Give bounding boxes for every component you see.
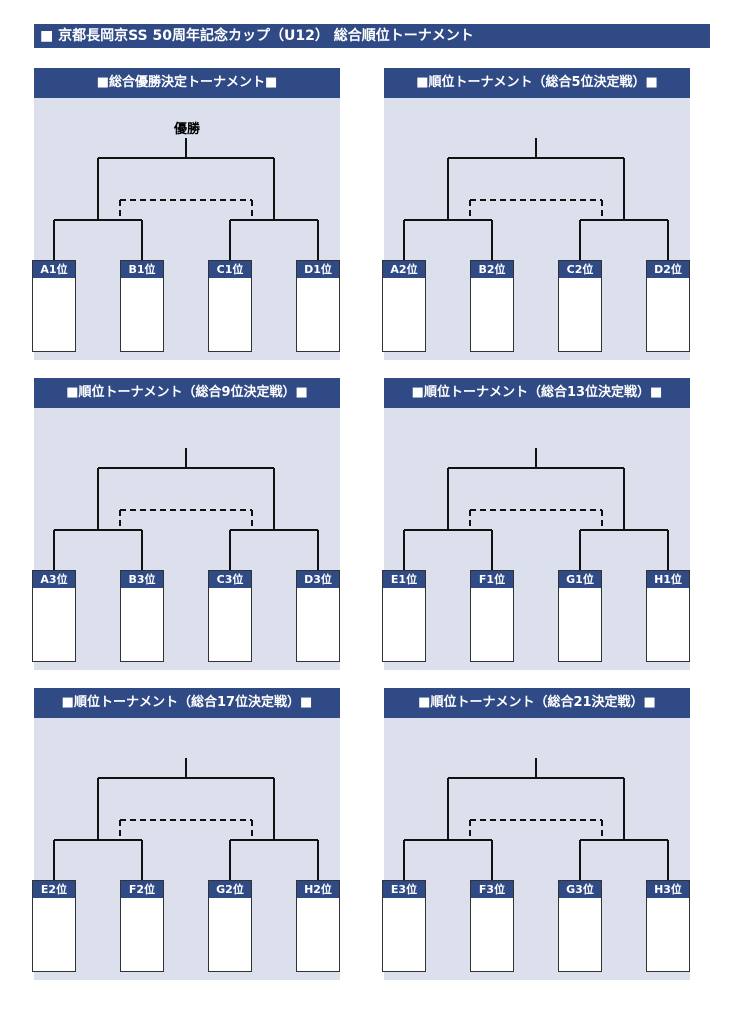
bracket-panel: ■順位トーナメント（総合9位決定戦）■ A3位 B3位 C3位 D3位 — [32, 378, 340, 670]
team-slot[interactable]: B1位 — [120, 260, 164, 352]
slot-label: G3位 — [559, 881, 601, 898]
slot-label: F1位 — [471, 571, 513, 588]
slot-label: A2位 — [383, 261, 425, 278]
slot-label: D1位 — [297, 261, 339, 278]
slot-label: E3位 — [383, 881, 425, 898]
panel-heading: ■順位トーナメント（総合5位決定戦）■ — [384, 68, 690, 98]
team-slot[interactable]: A1位 — [32, 260, 76, 352]
slot-label: C3位 — [209, 571, 251, 588]
bracket-panel: ■順位トーナメント（総合13位決定戦）■ E1位 F1位 G1位 H1位 — [382, 378, 690, 670]
panel-heading: ■順位トーナメント（総合13位決定戦）■ — [384, 378, 690, 408]
team-slot[interactable]: C1位 — [208, 260, 252, 352]
team-slot[interactable]: A2位 — [382, 260, 426, 352]
slot-label: H2位 — [297, 881, 339, 898]
bracket-lines — [403, 758, 669, 884]
slot-label: H1位 — [647, 571, 689, 588]
slot-label: D3位 — [297, 571, 339, 588]
team-slot[interactable]: F3位 — [470, 880, 514, 972]
bracket-panel: ■順位トーナメント（総合5位決定戦）■ A2位 B2位 C2位 D2位 — [382, 68, 690, 360]
bracket-panel: ■総合優勝決定トーナメント■ 優勝 A1位 B1位 C1位 D1位 — [32, 68, 340, 360]
team-slot[interactable]: C2位 — [558, 260, 602, 352]
team-slot[interactable]: E2位 — [32, 880, 76, 972]
team-slot[interactable]: B3位 — [120, 570, 164, 662]
bracket-lines — [53, 758, 319, 884]
panel-heading: ■総合優勝決定トーナメント■ — [34, 68, 340, 98]
slot-label: E1位 — [383, 571, 425, 588]
slot-label: F3位 — [471, 881, 513, 898]
team-slot[interactable]: H1位 — [646, 570, 690, 662]
slot-label: E2位 — [33, 881, 75, 898]
page-title: ■ 京都長岡京SS 50周年記念カップ（U12） 総合順位トーナメント — [34, 24, 710, 48]
slot-label: G2位 — [209, 881, 251, 898]
slot-label: C1位 — [209, 261, 251, 278]
slot-label: F2位 — [121, 881, 163, 898]
bracket-lines — [53, 448, 319, 574]
bracket-lines — [53, 138, 319, 264]
slot-label: C2位 — [559, 261, 601, 278]
team-slot[interactable]: H3位 — [646, 880, 690, 972]
panel-heading: ■順位トーナメント（総合17位決定戦）■ — [34, 688, 340, 718]
team-slot[interactable]: D1位 — [296, 260, 340, 352]
slot-label: A3位 — [33, 571, 75, 588]
team-slot[interactable]: C3位 — [208, 570, 252, 662]
team-slot[interactable]: B2位 — [470, 260, 514, 352]
team-slot[interactable]: E1位 — [382, 570, 426, 662]
team-slot[interactable]: F2位 — [120, 880, 164, 972]
slot-label: D2位 — [647, 261, 689, 278]
team-slot[interactable]: D2位 — [646, 260, 690, 352]
team-slot[interactable]: D3位 — [296, 570, 340, 662]
slot-label: B3位 — [121, 571, 163, 588]
bracket-lines — [403, 448, 669, 574]
team-slot[interactable]: G1位 — [558, 570, 602, 662]
slot-label: G1位 — [559, 571, 601, 588]
panel-heading: ■順位トーナメント（総合9位決定戦）■ — [34, 378, 340, 408]
team-slot[interactable]: A3位 — [32, 570, 76, 662]
team-slot[interactable]: G3位 — [558, 880, 602, 972]
bracket-panel: ■順位トーナメント（総合21決定戦）■ E3位 F3位 G3位 H3位 — [382, 688, 690, 980]
panel-heading: ■順位トーナメント（総合21決定戦）■ — [384, 688, 690, 718]
winner-label: 優勝 — [173, 122, 200, 137]
slot-label: B1位 — [121, 261, 163, 278]
bracket-lines — [403, 138, 669, 264]
team-slot[interactable]: F1位 — [470, 570, 514, 662]
team-slot[interactable]: H2位 — [296, 880, 340, 972]
slot-label: A1位 — [33, 261, 75, 278]
bracket-panel: ■順位トーナメント（総合17位決定戦）■ E2位 F2位 G2位 H2位 — [32, 688, 340, 980]
team-slot[interactable]: G2位 — [208, 880, 252, 972]
slot-label: H3位 — [647, 881, 689, 898]
slot-label: B2位 — [471, 261, 513, 278]
team-slot[interactable]: E3位 — [382, 880, 426, 972]
